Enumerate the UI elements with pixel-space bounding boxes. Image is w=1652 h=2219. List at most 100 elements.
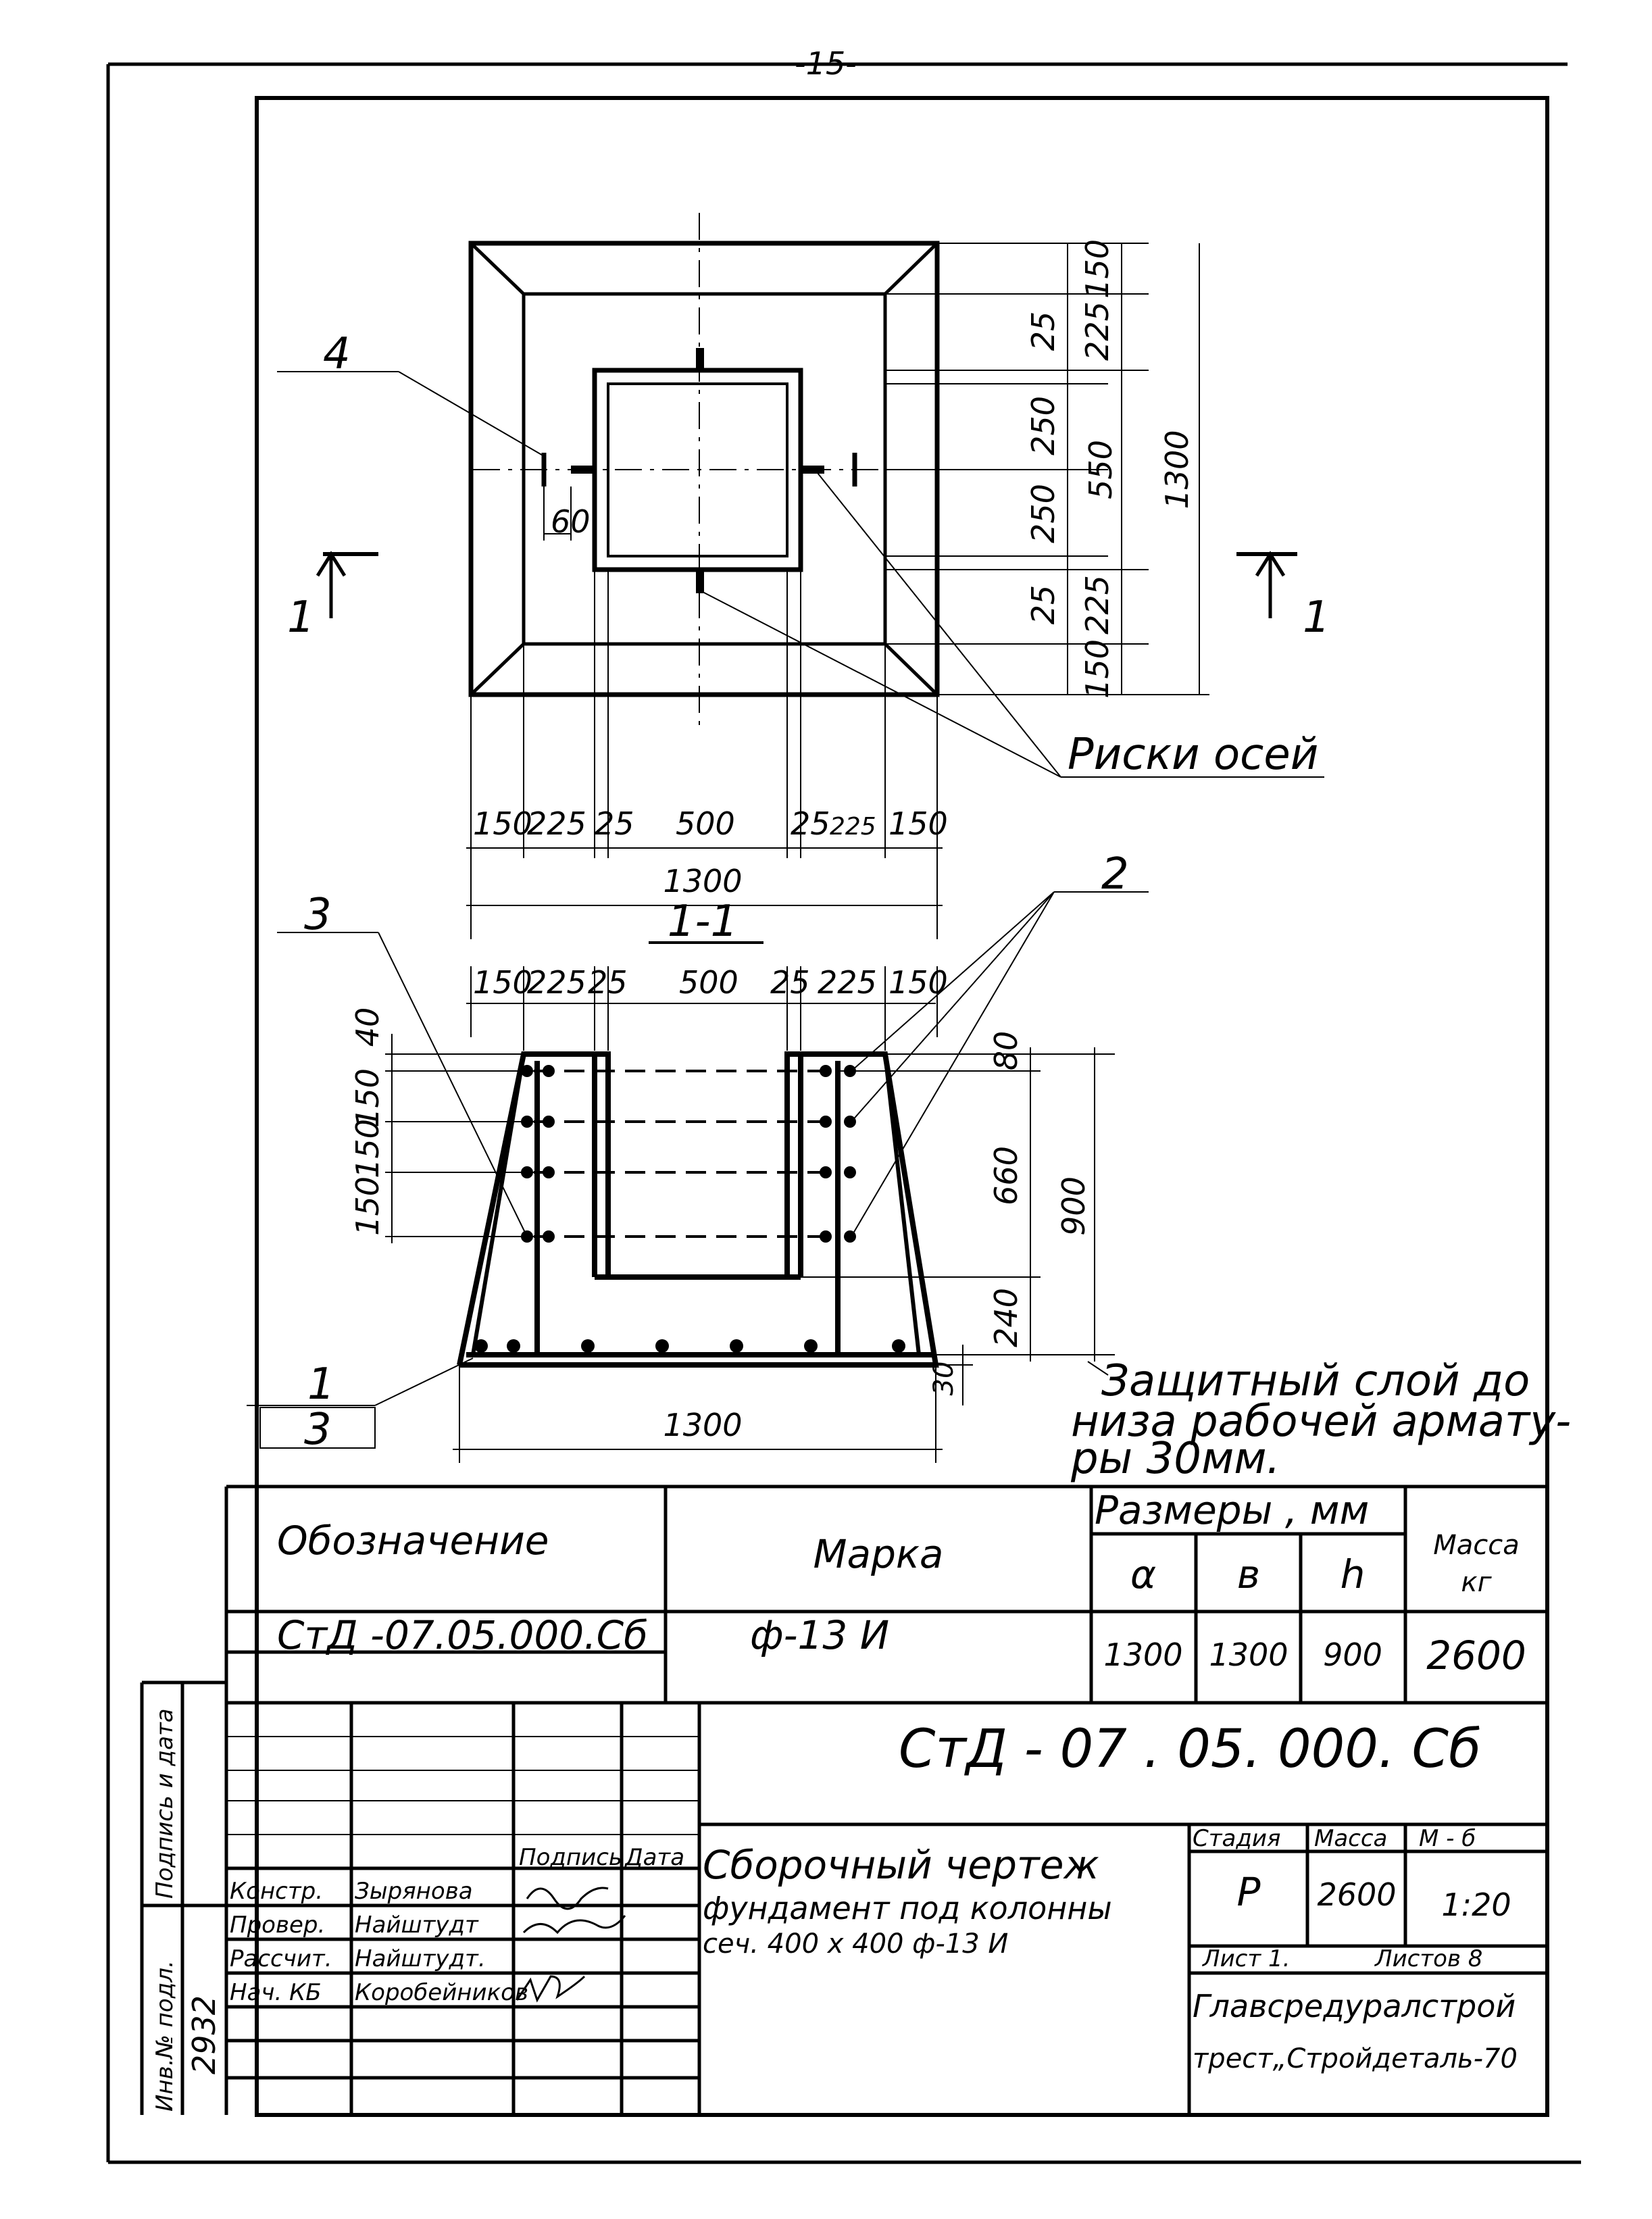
callout-2: 2 — [1101, 849, 1129, 899]
sheet-number: Лист 1. — [1201, 1945, 1290, 1972]
sec-dim-top-225-left: 225 — [527, 964, 586, 1001]
note-line-2: низа рабочей армату- — [1071, 1397, 1571, 1447]
note-line-1: Защитный слой до — [1101, 1356, 1530, 1406]
td-a: 1300 — [1103, 1637, 1182, 1673]
th-designation: Обозначение — [277, 1518, 549, 1564]
inv-label: Инв.№ подл. — [151, 1960, 178, 2112]
dim-bottom-150-right: 150 — [888, 805, 948, 842]
dim-right-250-b: 250 — [1025, 484, 1061, 543]
sign-header: Подпись — [519, 1844, 622, 1871]
th-mass-unit: кг — [1461, 1567, 1492, 1598]
th-mark: Марка — [814, 1531, 944, 1577]
section-mark-left: 1 — [287, 593, 315, 643]
section-outline — [457, 1051, 939, 1368]
inner-frame — [255, 96, 1549, 2117]
signature-scribble-2 — [522, 1915, 626, 1935]
stage-value: Р — [1237, 1869, 1261, 1915]
dim-right-25-bottom: 25 — [1025, 585, 1061, 625]
sec-dim-top-500: 500 — [679, 964, 739, 1001]
name-0: Зырянова — [355, 1878, 473, 1905]
sec-dim-1300: 1300 — [663, 1407, 742, 1443]
td-mark: ф-13 И — [750, 1612, 889, 1658]
date-header: Дата — [624, 1844, 684, 1871]
sec-dim-right-30: 30 — [928, 1362, 959, 1396]
sec-dim-top-25-left: 25 — [588, 964, 628, 1001]
stage-header: Стадия — [1193, 1825, 1280, 1852]
doc-code: СтД - 07 . 05. 000. Сб — [899, 1719, 1481, 1780]
dim-bottom-500: 500 — [676, 805, 735, 842]
callout-3: 3 — [304, 890, 332, 940]
td-b: 1300 — [1209, 1637, 1288, 1673]
name-3: Коробейников — [355, 1979, 528, 2006]
mass-value: 2600 — [1317, 1876, 1396, 1913]
sec-dim-top-150-right: 150 — [888, 964, 948, 1001]
th-a: α — [1130, 1551, 1156, 1597]
dim-bottom-225-right: 225 — [830, 813, 876, 841]
th-sizes: Размеры , мм — [1095, 1487, 1369, 1533]
dim-right-25-top: 25 — [1025, 311, 1061, 351]
th-mass: Масса — [1433, 1530, 1520, 1561]
dim-1300-vertical: 1300 — [1159, 430, 1195, 509]
dim-1300-horizontal: 1300 — [663, 863, 742, 899]
desc-line-3: сеч. 400 x 400 ф-13 И — [703, 1928, 1008, 1960]
plan-view: 60 4 Риски осей 1 1 — [277, 213, 1330, 939]
axis-mark-right — [801, 466, 824, 474]
callout-1: 1 — [307, 1360, 335, 1410]
dim-60: 60 — [551, 503, 591, 540]
sec-dim-right-900: 900 — [1055, 1176, 1092, 1236]
mass-header: Масса — [1314, 1825, 1387, 1852]
signature-scribble-3 — [516, 1975, 586, 2003]
inv-number: 2932 — [186, 1995, 222, 2074]
dim-right-250-a: 250 — [1025, 396, 1061, 455]
dim-bottom-25-left: 25 — [595, 805, 634, 842]
sec-dim-left-40: 40 — [349, 1007, 386, 1047]
axis-marks-label: Риски осей — [1068, 730, 1318, 780]
role-0: Констр. — [230, 1878, 323, 1905]
desc-line-1: Сборочный чертеж — [703, 1842, 1099, 1888]
dim-right-150-top: 150 — [1079, 239, 1116, 299]
sec-dim-left-150-b: 150 — [349, 1119, 386, 1178]
role-1: Провер. — [230, 1912, 325, 1939]
desc-line-2: фундамент под колонны — [703, 1890, 1112, 1926]
sheets-count: Листов 8 — [1374, 1945, 1482, 1972]
dim-550: 550 — [1082, 440, 1119, 499]
td-designation: СтД -07.05.000.Сб — [277, 1612, 648, 1658]
page-number: -15- — [795, 45, 857, 82]
section-view: 1-1 150 225 25 500 25 225 150 — [247, 849, 1571, 1484]
name-2: Найштудт. — [355, 1945, 486, 1972]
dim-right-225-bottom: 225 — [1079, 575, 1116, 634]
org-line-1: Главсредуралстрой — [1193, 1988, 1516, 2024]
scale-value: 1:20 — [1441, 1887, 1511, 1923]
axis-mark-bottom — [696, 570, 704, 593]
callout-1-sub: 3 — [304, 1405, 332, 1455]
sec-dim-right-80: 80 — [988, 1031, 1024, 1071]
role-2: Рассчит. — [230, 1945, 332, 1972]
callout-4: 4 — [323, 329, 351, 379]
spec-table: Обозначение Марка Размеры , мм α в h Мас… — [224, 1485, 1547, 1705]
signature-scribble-1 — [526, 1887, 609, 1910]
sec-dim-right-240: 240 — [988, 1288, 1024, 1347]
section-mark-right: 1 — [1303, 593, 1330, 643]
sec-dim-top-225-right: 225 — [818, 964, 877, 1001]
section-title: 1-1 — [668, 897, 739, 947]
plan-socket-inner — [607, 382, 789, 557]
org-line-2: трест„Стройдеталь-70 — [1193, 2043, 1518, 2074]
axis-mark-top — [696, 348, 704, 372]
sec-dim-left-150-a: 150 — [349, 1068, 386, 1128]
title-block: СтД - 07 . 05. 000. Сб Сборочный чертеж … — [140, 1680, 1547, 2115]
dim-bottom-25-right: 25 — [791, 805, 830, 842]
sec-dim-top-25-right: 25 — [770, 964, 810, 1001]
dim-right-225-top: 225 — [1079, 301, 1116, 361]
role-3: Нач. КБ — [230, 1979, 322, 2006]
sec-dim-top-150-left: 150 — [473, 964, 532, 1001]
scale-header: М - б — [1419, 1825, 1476, 1852]
dim-bottom-225-left: 225 — [527, 805, 586, 842]
th-h: h — [1341, 1551, 1366, 1597]
dim-bottom-150-left: 150 — [473, 805, 532, 842]
td-h: 900 — [1323, 1637, 1382, 1673]
sec-dim-right-660: 660 — [988, 1146, 1024, 1205]
dim-right-150-bottom: 150 — [1079, 639, 1116, 699]
note-line-3: ры 30мм. — [1070, 1434, 1280, 1484]
th-b: в — [1237, 1551, 1260, 1597]
